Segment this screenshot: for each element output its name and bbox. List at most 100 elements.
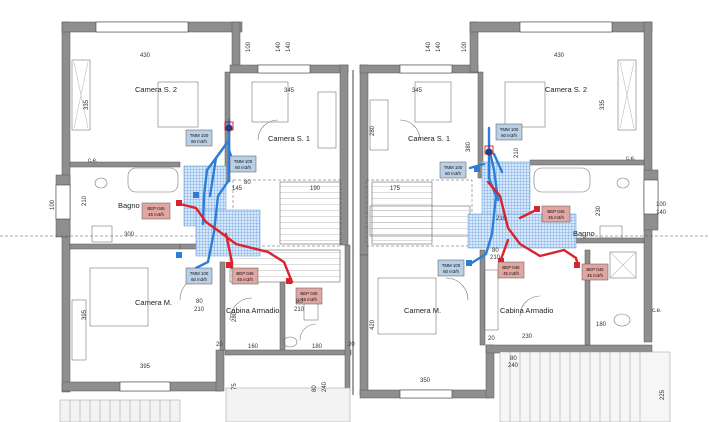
- dashed-guides: [0, 179, 709, 247]
- tmm-flow: 60 m3/h: [501, 133, 517, 138]
- dimension: 280: [232, 311, 238, 322]
- equipment-labels: TMM 100 60 m3/h TMM 100 60 m3/h TMM 100 …: [147, 127, 604, 302]
- dimension: 100: [462, 41, 468, 52]
- dimension: 300: [124, 232, 135, 238]
- tmm-box: [185, 267, 213, 285]
- dimension-labels: 430 345 335 100 140 140 80 145 190 210 3…: [50, 41, 667, 400]
- bep-label: BEP 045: [547, 209, 565, 214]
- dimension: 175: [390, 186, 401, 192]
- dimension: 335: [600, 99, 606, 110]
- bep-label: BEP 045: [586, 267, 604, 272]
- bep-label: BEP 045: [502, 265, 520, 270]
- room-labels: Camera S. 2 Camera S. 1 Bagno Camera M. …: [118, 85, 595, 315]
- dimension: 180: [312, 344, 323, 350]
- dimension: 210: [82, 195, 88, 206]
- bep-flow: 45 m3/h: [301, 297, 317, 302]
- bep-label: BEP 045: [300, 291, 318, 296]
- dimension: 80: [312, 385, 318, 392]
- dimension: 140: [276, 41, 282, 52]
- dimension: 20: [488, 336, 495, 342]
- tmm-label: TMM 100: [190, 271, 209, 276]
- dimension: 430: [140, 53, 151, 59]
- dimension: 140: [426, 41, 432, 52]
- dimension: c.e.: [88, 158, 98, 164]
- room-label: Camera S. 2: [545, 85, 587, 94]
- tmm-label: TMM 100: [500, 127, 519, 132]
- room-label: Bagno: [573, 229, 595, 238]
- dimension: 160: [248, 344, 259, 350]
- bep-box: [541, 205, 571, 223]
- dimension: 75: [232, 383, 238, 390]
- room-label: Camera S. 1: [408, 134, 450, 143]
- dimension: 345: [412, 88, 423, 94]
- dimension: 210: [294, 307, 305, 313]
- dimension: 395: [140, 364, 151, 370]
- tmm-flow: 60 m3/h: [235, 165, 251, 170]
- bep-flow: 45 m3/h: [148, 212, 164, 217]
- tmm-label: TMM 100: [442, 263, 461, 268]
- dimension: 100: [656, 202, 667, 208]
- windows: [55, 21, 659, 399]
- room-label: Bagno: [118, 201, 140, 210]
- bep-box: [295, 287, 323, 305]
- tmm-label: TMM 100: [234, 159, 253, 164]
- room-label: Camera S. 2: [135, 85, 177, 94]
- terrace: [59, 351, 671, 422]
- bep-box: [231, 267, 259, 285]
- tmm-flow: 60 m3/h: [191, 139, 207, 144]
- tmm-box: [439, 161, 467, 179]
- bep-label: BEP 045: [236, 271, 254, 276]
- bep-flow: 45 m3/h: [237, 277, 253, 282]
- dimension: 80: [510, 356, 517, 362]
- dimension: 240: [322, 381, 328, 392]
- tmm-box: [229, 155, 257, 173]
- bep-flow: 45 m3/h: [503, 271, 519, 276]
- bep-box: [497, 261, 525, 279]
- dimension: 210: [194, 307, 205, 313]
- bep-box: [581, 263, 609, 281]
- furniture: [71, 59, 637, 361]
- dimension: 100: [246, 41, 252, 52]
- tmm-flow: 60 m3/h: [443, 269, 459, 274]
- dimension: 230: [596, 205, 602, 216]
- room-label: Camera S. 1: [268, 134, 310, 143]
- bep-box: [141, 202, 171, 220]
- tmm-label: TMM 100: [444, 165, 463, 170]
- tmm-box: [495, 123, 523, 141]
- dimension: 20: [348, 342, 355, 348]
- tmm-box: [437, 259, 465, 277]
- dimension: 140: [286, 41, 292, 52]
- dimension: 100: [50, 199, 56, 210]
- dimension: 140: [656, 210, 667, 216]
- dimension: 80: [492, 248, 499, 254]
- dimension: 380: [466, 141, 472, 152]
- dimension: 80: [296, 299, 303, 305]
- equipment-boxes: [141, 123, 609, 305]
- tmm-box: [185, 129, 213, 147]
- dimension: 145: [232, 186, 243, 192]
- dimension: 180: [596, 322, 607, 328]
- terminals: [176, 121, 580, 284]
- dimension: 210: [496, 216, 507, 222]
- dimension: 230: [522, 334, 533, 340]
- dimension: 80: [244, 180, 251, 186]
- dimension: 20: [216, 342, 223, 348]
- room-label: Camera M.: [135, 298, 172, 307]
- dimension: 140: [436, 41, 442, 52]
- bep-flow: 45 m3/h: [548, 215, 564, 220]
- dimension: 240: [508, 363, 519, 369]
- bep-flow: 45 m3/h: [587, 273, 603, 278]
- dimension: 280: [370, 125, 376, 136]
- dimension: 210: [514, 147, 520, 158]
- staircase: [229, 70, 471, 395]
- dimension: c.e.: [626, 156, 636, 162]
- dimension: c.e.: [652, 308, 662, 314]
- dimension: 210: [490, 255, 501, 261]
- dimension: 225: [660, 389, 666, 400]
- dimension: 335: [84, 99, 90, 110]
- bep-label: BEP 045: [147, 206, 165, 211]
- dimension: 430: [554, 53, 565, 59]
- tmm-flow: 60 m3/h: [191, 277, 207, 282]
- tmm-flow: 60 m3/h: [445, 171, 461, 176]
